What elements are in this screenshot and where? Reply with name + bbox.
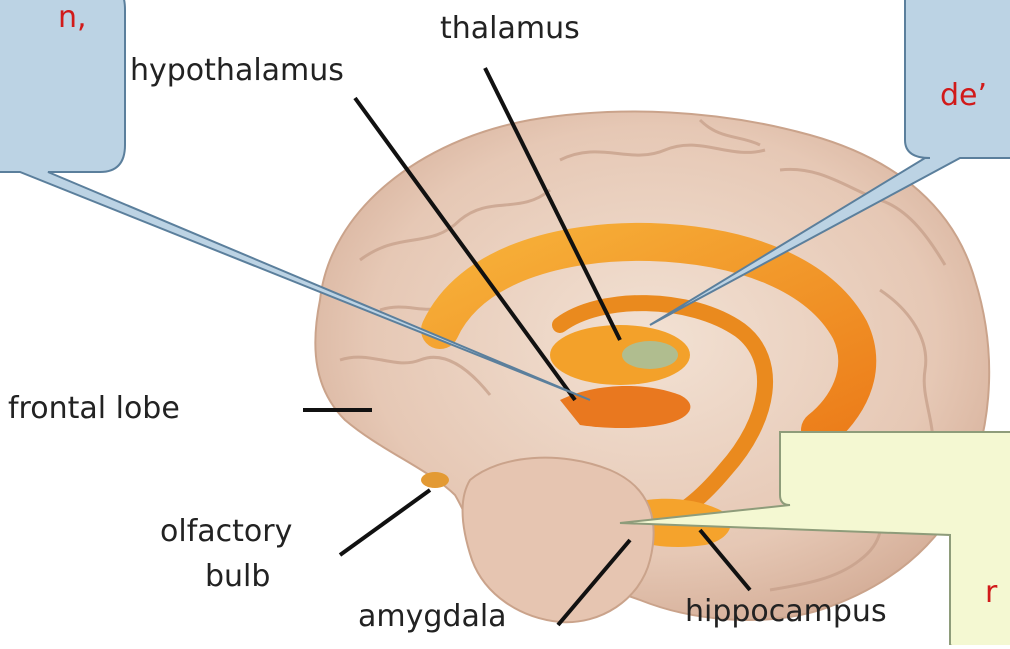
callout-bottom-right-text: r xyxy=(985,575,997,610)
thalamus-label: thalamus xyxy=(440,12,580,47)
thalamus-core xyxy=(622,341,678,369)
amygdala-label: amygdala xyxy=(358,600,507,635)
hippocampus-label: hippocampus xyxy=(685,595,887,630)
frontal-lobe-label: frontal lobe xyxy=(8,392,180,427)
olfactory-label-line2: bulb xyxy=(205,560,270,595)
olfactory-bulb xyxy=(421,472,449,488)
olfactory-label-line1: olfactory xyxy=(160,515,292,550)
hypothalamus-label: hypothalamus xyxy=(130,54,344,89)
callout-top-right-text: de’ xyxy=(940,78,987,113)
temporal-lobe xyxy=(463,458,654,623)
callout-top-left-text: n, xyxy=(58,0,87,35)
